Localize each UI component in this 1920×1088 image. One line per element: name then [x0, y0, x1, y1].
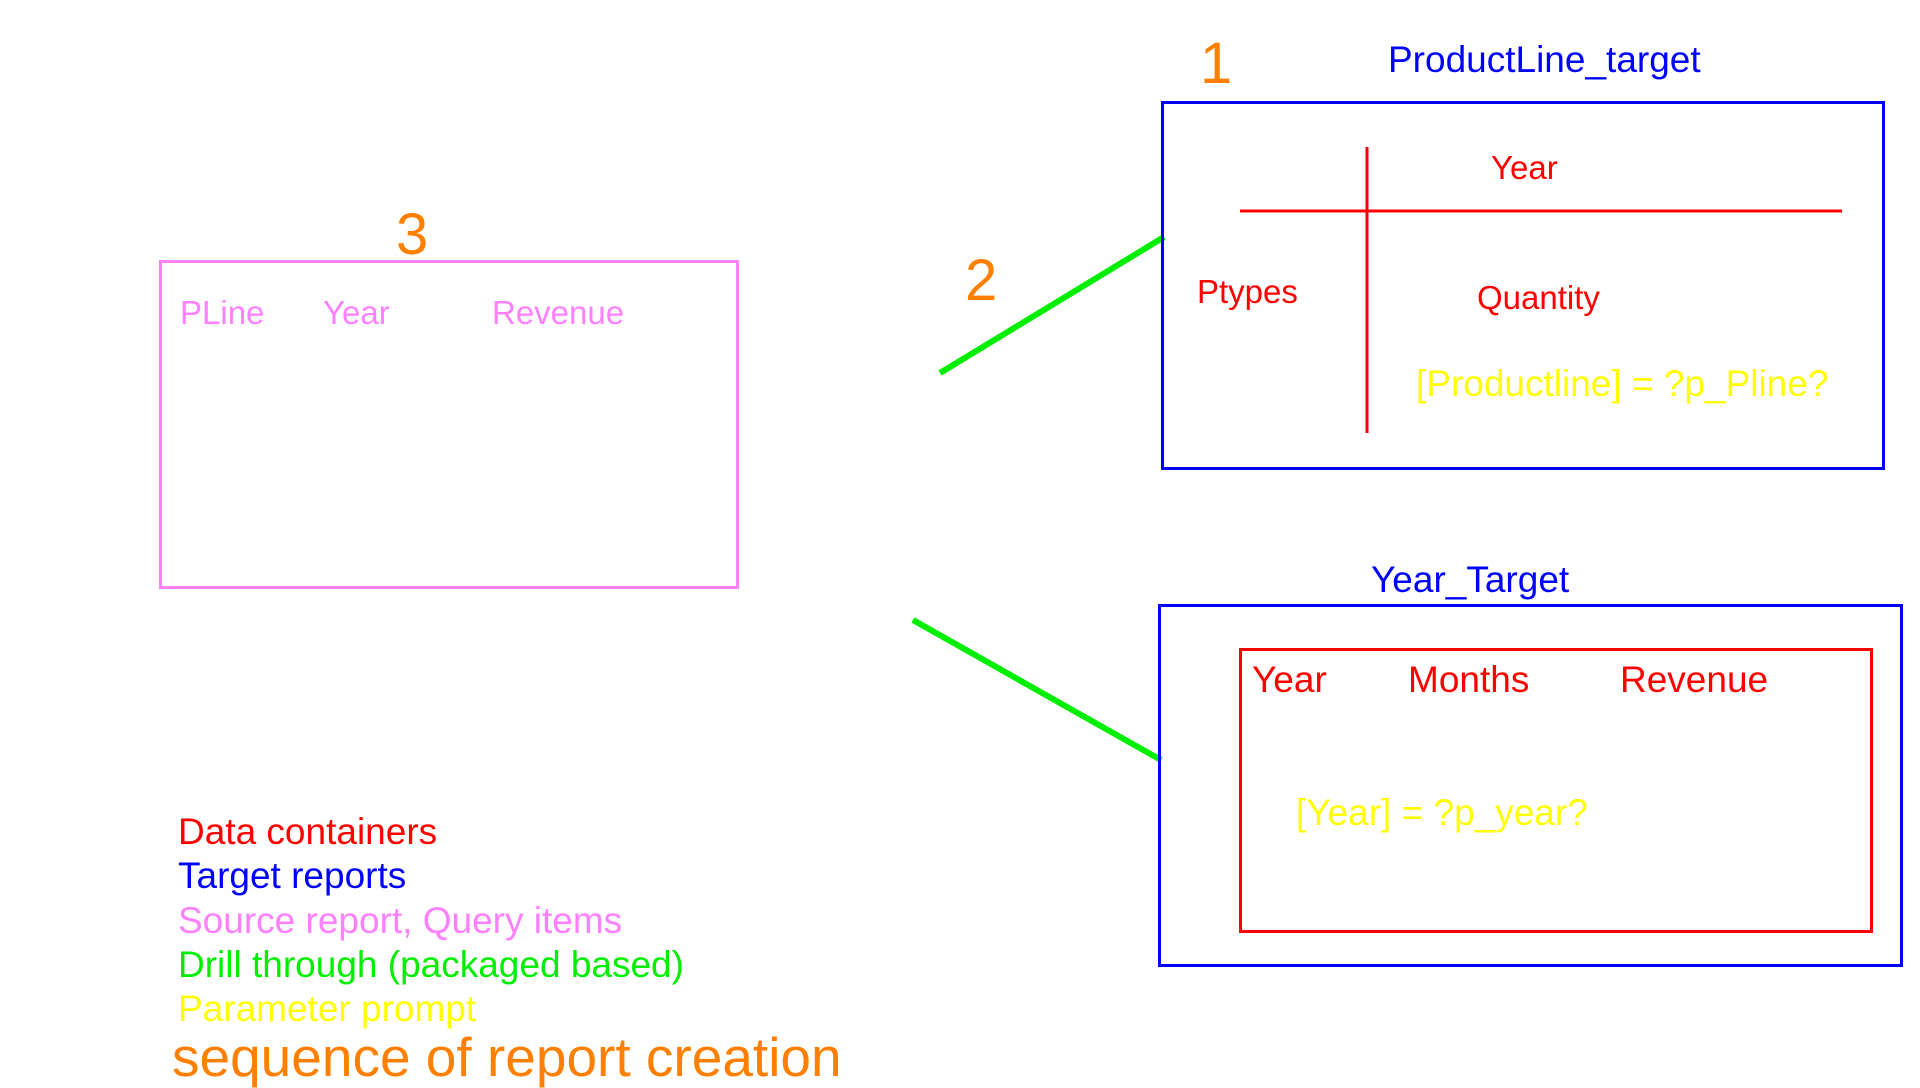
source-column-pline: PLine — [180, 294, 265, 331]
drill-through-line-year — [911, 617, 1163, 763]
year-target-column-months: Months — [1408, 659, 1530, 700]
source-column-year: Year — [323, 294, 390, 331]
crosstab-measure-quantity: Quantity — [1477, 279, 1600, 316]
productline-target-box — [1161, 101, 1885, 470]
productline-filter-expression: [Productline] = ?p_Pline? — [1416, 363, 1829, 404]
sequence-number-2: 2 — [965, 248, 998, 313]
legend-item-target-reports: Target reports — [178, 855, 407, 896]
year-target-column-year: Year — [1252, 659, 1327, 700]
sequence-number-1: 1 — [1200, 31, 1233, 96]
legend-item-source-report: Source report, Query items — [178, 900, 623, 941]
year-filter-expression: [Year] = ?p_year? — [1296, 792, 1588, 833]
source-column-revenue: Revenue — [492, 294, 625, 331]
drill-through-line-productline — [938, 234, 1166, 376]
crosstab-row-header-ptypes: Ptypes — [1197, 273, 1298, 310]
sequence-caption: sequence of report creation — [172, 1026, 842, 1088]
productline-target-title: ProductLine_target — [1388, 39, 1701, 80]
year-target-title: Year_Target — [1371, 559, 1570, 600]
source-report-box — [159, 260, 739, 589]
crosstab-column-header-year: Year — [1491, 149, 1558, 186]
legend-item-data-containers: Data containers — [178, 811, 438, 852]
sequence-number-3: 3 — [396, 202, 429, 267]
legend-item-drill-through: Drill through (packaged based) — [178, 944, 684, 985]
year-target-column-revenue: Revenue — [1620, 659, 1769, 700]
year-target-box — [1158, 604, 1903, 967]
year-target-data-container — [1239, 648, 1873, 933]
legend-item-parameter-prompt: Parameter prompt — [178, 988, 477, 1029]
